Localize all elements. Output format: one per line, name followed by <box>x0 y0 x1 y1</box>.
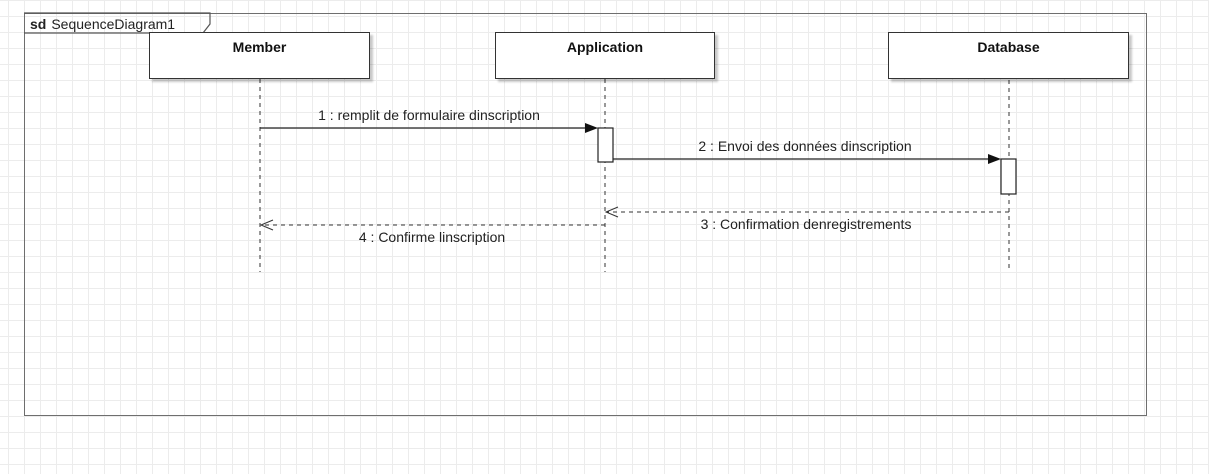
message-2-arrowhead <box>988 154 1001 164</box>
activation-bar-database <box>1000 158 1017 195</box>
frame-tab-outline <box>24 12 211 34</box>
lifeline-head-database[interactable]: Database <box>888 32 1129 79</box>
frame-keyword: sd <box>30 16 47 32</box>
lifeline-head-application[interactable]: Application <box>495 32 715 79</box>
lifeline-label: Application <box>566 39 644 55</box>
message-1-arrowhead <box>585 123 598 133</box>
lifeline-label: Database <box>977 39 1040 55</box>
message-4-label: 4 : Confirme linscription <box>358 229 506 245</box>
lifeline-label: Member <box>232 39 287 55</box>
sequence-diagram-frame <box>24 13 1147 416</box>
activation-bar-application <box>597 127 614 163</box>
message-3-label: 3 : Confirmation denregistrements <box>700 216 912 232</box>
message-2-label: 2 : Envoi des données dinscription <box>698 138 912 154</box>
message-3-arrowhead <box>604 206 619 218</box>
frame-name: SequenceDiagram1 <box>51 16 176 32</box>
message-4-arrowhead <box>259 219 274 231</box>
message-1-label: 1 : remplit de formulaire dinscription <box>318 107 540 123</box>
lifeline-head-member[interactable]: Member <box>149 32 370 79</box>
